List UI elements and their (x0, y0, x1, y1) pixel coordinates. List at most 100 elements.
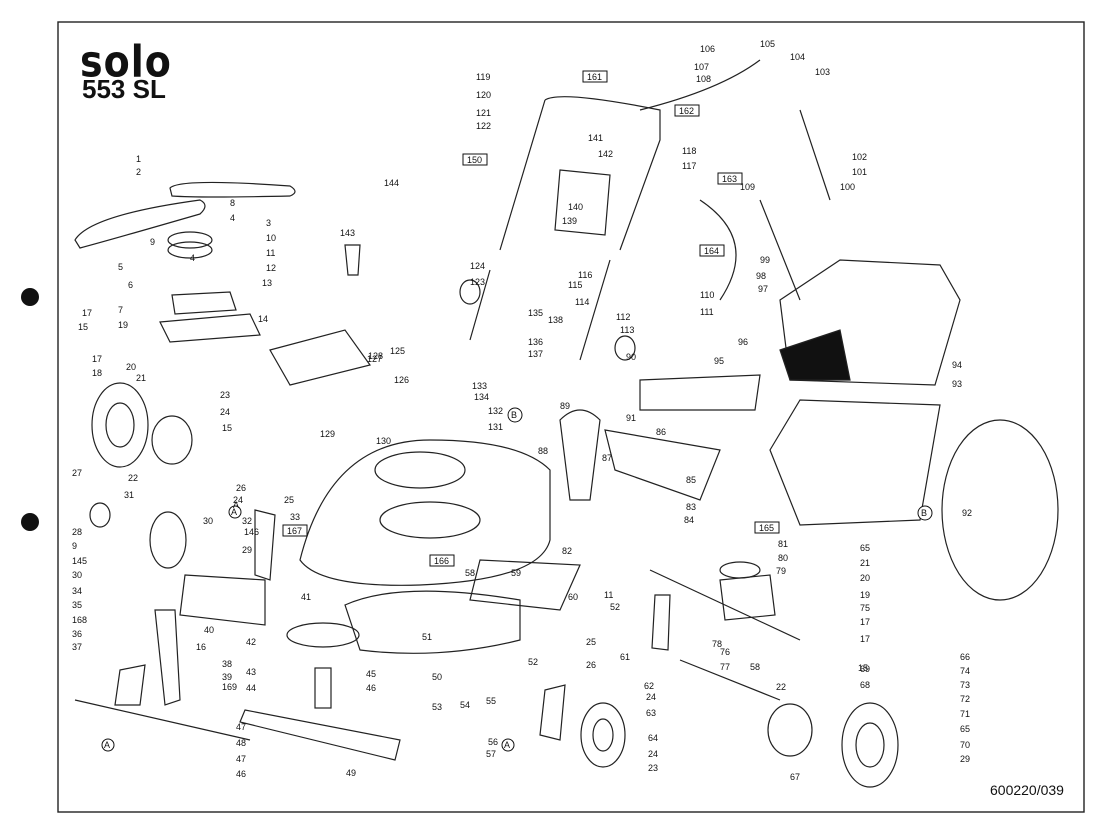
crank-spacer (314, 667, 332, 709)
detail-b-circle (941, 419, 1059, 601)
callout-number: 19 (860, 590, 870, 600)
callout-number: 129 (320, 429, 335, 439)
hubcap-right (767, 703, 813, 757)
callout-number: 133 (472, 381, 487, 391)
detail-marker-a: A (231, 507, 237, 517)
callout-number: 4 (190, 253, 195, 263)
callout-number: 93 (952, 379, 962, 389)
callout-number: 29 (242, 545, 252, 555)
rear-wheel-right (841, 702, 899, 788)
upper-handle (499, 96, 661, 251)
pulley-plate (159, 313, 261, 343)
callout-number: 89 (560, 401, 570, 411)
callout-number: 127 (367, 354, 382, 364)
callout-number: 45 (366, 669, 376, 679)
callout-number: 4 (230, 213, 235, 223)
callout-number: 30 (72, 570, 82, 580)
callout-number: 108 (696, 74, 711, 84)
callout-number: 20 (126, 362, 136, 372)
callout-number: 55 (486, 696, 496, 706)
callout-number: 48 (236, 738, 246, 748)
callout-number: 33 (290, 512, 300, 522)
callout-number: 44 (246, 683, 256, 693)
callout-number: 8 (230, 198, 235, 208)
callout-number: 120 (476, 90, 491, 100)
callout-number: 142 (598, 149, 613, 159)
callout-number: 137 (528, 349, 543, 359)
callout-number: 21 (136, 373, 146, 383)
callout-number: 130 (376, 436, 391, 446)
engine-cover (269, 329, 372, 386)
front-wheel-left (149, 511, 187, 569)
callout-number: 75 (860, 603, 870, 613)
callout-number: 47 (236, 722, 246, 732)
callout-number: 65 (860, 543, 870, 553)
callout-number: 17 (92, 354, 102, 364)
callout-number: 7 (118, 305, 123, 315)
callout-number: 101 (852, 167, 867, 177)
cable-upper (639, 59, 761, 111)
callout-number: 62 (644, 681, 654, 691)
callout-number: 10 (266, 233, 276, 243)
callout-number: 23 (648, 763, 658, 773)
rear-guard (639, 374, 761, 411)
control-panel (554, 169, 611, 236)
callout-number: 65 (960, 724, 970, 734)
callout-number: 27 (72, 468, 82, 478)
callout-number: 113 (620, 325, 634, 335)
hubcap-left (151, 415, 193, 465)
callout-number: 111 (700, 307, 714, 317)
callout-number: 112 (616, 312, 630, 322)
callout-number: 12 (266, 263, 276, 273)
callout-number: 144 (384, 178, 399, 188)
brand-logo: solo (80, 36, 172, 87)
front-wheel-right (580, 702, 626, 768)
callout-number: 52 (528, 657, 538, 667)
callout-number: 5 (118, 262, 123, 272)
callout-number: 54 (460, 700, 470, 710)
callout-number: 24 (233, 495, 243, 505)
callout-number: 80 (778, 553, 788, 563)
callout-number: 85 (686, 475, 696, 485)
callout-number: 32 (242, 516, 252, 526)
callout-number: 122 (476, 121, 491, 131)
callout-number: 104 (790, 52, 805, 62)
callout-number: 169 (222, 682, 237, 692)
callout-number: 97 (758, 284, 768, 294)
callout-number: 37 (72, 642, 82, 652)
callout-number: 9 (72, 541, 77, 551)
callout-number: 73 (960, 680, 970, 690)
callout-number: 69 (860, 664, 870, 674)
document-number: 600220/039 (990, 782, 1064, 798)
cable-lower (699, 199, 737, 301)
callout-number: 13 (262, 278, 272, 288)
height-lever-rear (254, 509, 276, 581)
callout-number: 87 (602, 453, 612, 463)
callout-number: 140 (568, 202, 583, 212)
axle-plate-left (114, 664, 146, 706)
front-bumper (179, 574, 266, 626)
callout-number: 36 (72, 629, 82, 639)
detail-marker-b: B (511, 410, 517, 420)
callout-number: 81 (778, 539, 788, 549)
callout-number: 51 (422, 632, 432, 642)
page-frame (57, 21, 1085, 813)
callout-number: 23 (220, 390, 230, 400)
callout-number: 103 (815, 67, 830, 77)
callout-number: 21 (860, 558, 870, 568)
callout-number: 30 (203, 516, 213, 526)
callout-number: 102 (852, 152, 867, 162)
callout-number: 50 (432, 672, 442, 682)
detail-marker-a: A (104, 740, 110, 750)
callout-number: 78 (712, 639, 722, 649)
callout-number: 31 (124, 490, 134, 500)
callout-number: 20 (860, 573, 870, 583)
callout-number: 116 (578, 270, 592, 280)
boxed-ref: 166 (434, 556, 449, 566)
callout-number: 17 (860, 617, 870, 627)
callout-number: 15 (858, 663, 868, 673)
binder-hole-bottom-icon (21, 513, 39, 531)
callout-number: 61 (620, 652, 630, 662)
callout-number: 136 (528, 337, 543, 347)
